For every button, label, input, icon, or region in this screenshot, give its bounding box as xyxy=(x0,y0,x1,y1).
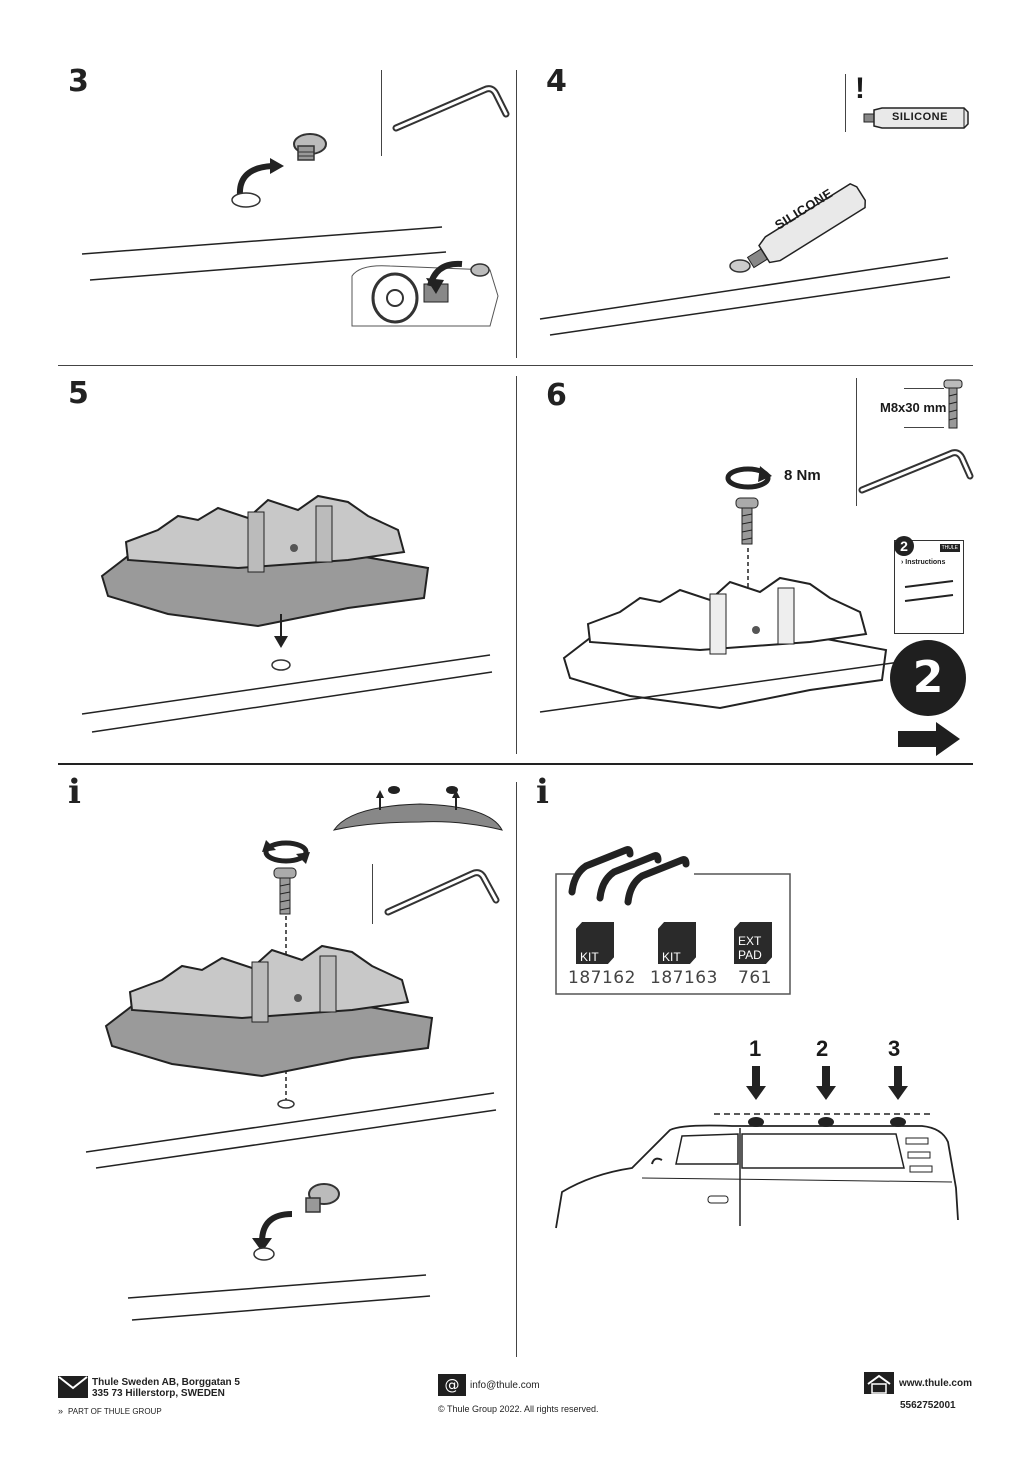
curved-arrow-icon xyxy=(236,158,284,197)
divider-vertical-bottom xyxy=(516,782,517,1357)
booklet-badge: 2 xyxy=(894,536,914,556)
hole-icon xyxy=(271,659,291,671)
divider-row1 xyxy=(58,365,973,366)
company-address-line1: Thule Sweden AB, Borggatan 5 xyxy=(92,1377,240,1388)
hole-icon xyxy=(253,1247,275,1261)
roof-lines xyxy=(85,1092,497,1169)
company-address-line2: 335 73 Hillerstorp, SWEDEN xyxy=(92,1388,225,1399)
silicone-label-small: SILICONE xyxy=(892,111,948,123)
next-booklet-badge: 2 xyxy=(890,640,966,716)
tool-box-divider xyxy=(372,864,373,924)
thule-group-label: PART OF THULE GROUP xyxy=(68,1407,162,1416)
booklet-brand: THULE xyxy=(939,544,960,552)
kit-code-1: 187162 xyxy=(568,968,636,988)
roof-lines xyxy=(539,661,901,713)
position-arrows xyxy=(746,1066,908,1100)
kit-box-1 xyxy=(576,922,614,964)
envelope-icon xyxy=(58,1376,88,1398)
website-link[interactable]: www.thule.com xyxy=(899,1378,972,1389)
bolt-icon xyxy=(943,379,963,429)
silicone-tube-large-icon xyxy=(729,182,866,273)
kit-box-2-label: KIT xyxy=(662,950,681,964)
down-arrow-icon xyxy=(274,614,288,648)
hex-key-icon xyxy=(392,85,510,132)
document-number: 5562752001 xyxy=(900,1400,956,1411)
foot-pad-icon xyxy=(100,494,430,628)
guide-dashes xyxy=(747,548,749,606)
step-number-3: 3 xyxy=(68,64,89,99)
hole-icon xyxy=(277,1099,295,1109)
copyright-text: © Thule Group 2022. All rights reserved. xyxy=(438,1404,599,1414)
info-icon-b: i xyxy=(536,772,549,812)
divider-vertical-top xyxy=(516,70,517,358)
warning-mark: ! xyxy=(855,72,865,105)
at-icon: @ xyxy=(438,1374,466,1396)
kit-box-1-label: KIT xyxy=(580,950,599,964)
rotate-icon xyxy=(725,466,772,490)
step-number-5: 5 xyxy=(68,376,89,411)
roof-bars-icon xyxy=(568,846,690,906)
arrow-right-icon xyxy=(898,722,960,756)
curved-arrow-icon xyxy=(252,1211,293,1252)
email-link[interactable]: info@thule.com xyxy=(470,1380,540,1391)
step-number-6: 6 xyxy=(546,378,567,413)
warning-box-divider xyxy=(845,74,846,132)
tool-box-divider xyxy=(381,70,382,156)
roof-profile-icon xyxy=(332,786,503,831)
position-label-2: 2 xyxy=(816,1036,829,1061)
hex-key-icon xyxy=(384,869,500,916)
bolt-dim-top xyxy=(904,388,944,389)
step-number-4: 4 xyxy=(546,64,567,99)
kit-box-frame xyxy=(555,873,791,995)
divider-vertical-middle xyxy=(516,376,517,754)
bolt-size-label: M8x30 mm xyxy=(880,400,947,415)
tool-box-divider xyxy=(856,378,857,506)
booklet-title: › Instructions xyxy=(901,559,946,566)
bolt-icon xyxy=(273,867,297,915)
roof-bars-icon xyxy=(904,580,954,602)
roof-lines xyxy=(539,257,951,336)
car-side-icon xyxy=(555,1113,959,1229)
rail-cap-icon xyxy=(305,1183,340,1213)
house-icon xyxy=(864,1372,894,1394)
foot-pad-icon xyxy=(562,576,888,710)
kit-box-3-label-line1: EXT xyxy=(738,934,762,948)
roof-lines xyxy=(127,1274,431,1321)
chevron-icon: » xyxy=(58,1406,64,1416)
roof-lines xyxy=(81,654,493,733)
booklet-badge-number: 2 xyxy=(900,538,908,554)
rotate-icon xyxy=(262,840,310,864)
kit-box-3-label-line2: PAD xyxy=(738,948,762,962)
rail-cap-icon xyxy=(293,133,327,161)
info-icon-a: i xyxy=(68,772,81,812)
car-interior-icon xyxy=(351,260,499,327)
hole-icon xyxy=(231,192,261,208)
torque-label: 8 Nm xyxy=(784,467,821,484)
position-label-3: 3 xyxy=(888,1036,901,1061)
silicone-tube-icon xyxy=(863,107,969,129)
hex-key-icon xyxy=(858,449,974,494)
kit-code-2: 187163 xyxy=(650,968,718,988)
divider-row2 xyxy=(58,763,973,765)
kit-box-3 xyxy=(734,922,772,964)
foot-pad-icon xyxy=(104,944,434,1078)
kit-box-2 xyxy=(658,922,696,964)
bolt-dim-bottom xyxy=(904,427,944,428)
kit-code-3: 761 xyxy=(738,968,772,988)
next-booklet-number: 2 xyxy=(912,652,944,703)
position-label-1: 1 xyxy=(749,1036,762,1061)
bolt-icon xyxy=(735,497,759,545)
roof-lines xyxy=(81,226,447,281)
